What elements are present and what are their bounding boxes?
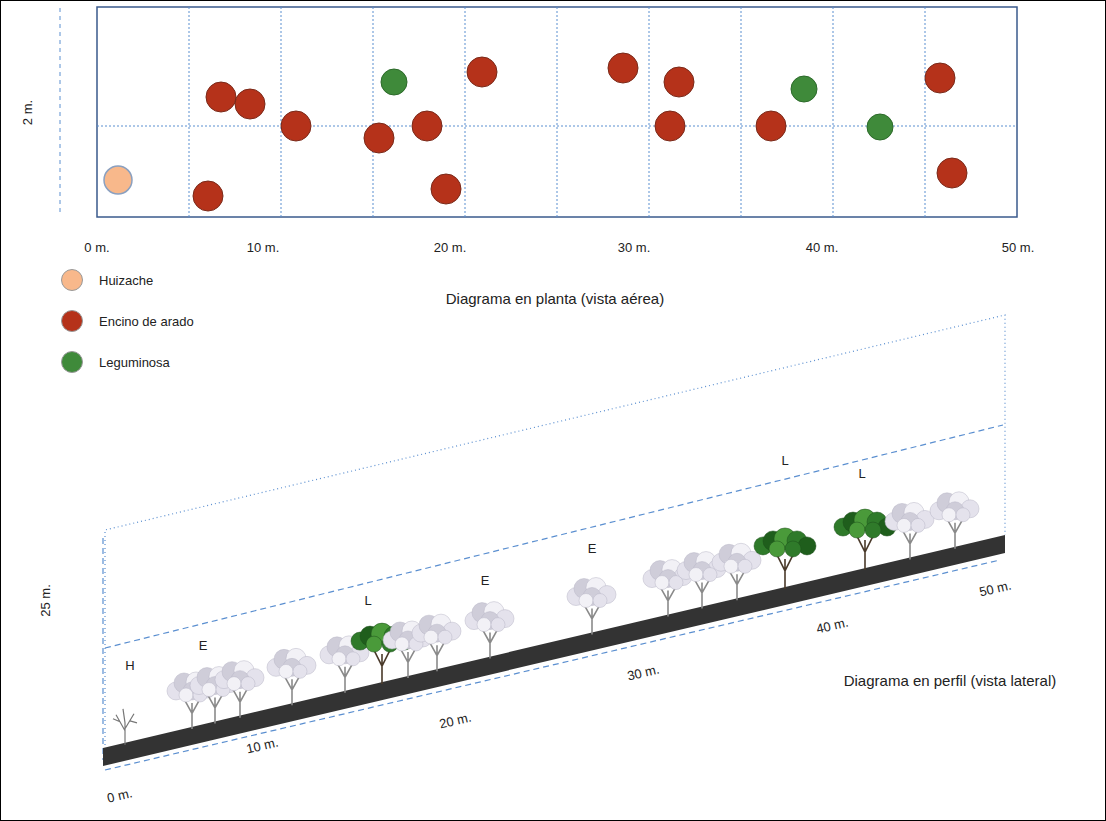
dimension-label: L — [781, 453, 788, 468]
dimension-label: 0 m. — [84, 240, 109, 255]
legend-entry: Encino de arado — [61, 310, 194, 332]
dimension-label: 20 m. — [437, 709, 472, 731]
dimension-label: L — [858, 466, 865, 481]
legend-swatch — [61, 351, 83, 373]
dimension-label: 10 m. — [247, 240, 280, 255]
dimension-label: 0 m. — [106, 785, 134, 805]
legend-swatch — [61, 269, 83, 291]
legend-text: Huizache — [99, 273, 153, 288]
dimension-label: E — [588, 541, 597, 556]
dimension-label: 40 m. — [806, 240, 839, 255]
legend-entry: Leguminosa — [61, 351, 170, 373]
legend-entry: Huizache — [61, 269, 153, 291]
view-title: Diagrama en perfil (vista lateral) — [844, 672, 1057, 689]
dimension-label: 30 m. — [618, 240, 651, 255]
legend-text: Leguminosa — [99, 355, 170, 370]
dimension-label: H — [125, 658, 134, 673]
dimension-label: 2 m. — [20, 99, 35, 124]
dimension-label: 10 m. — [244, 734, 279, 756]
legend-swatch — [61, 310, 83, 332]
dimension-label: 40 m. — [814, 614, 849, 636]
dimension-label: E — [481, 573, 490, 588]
dimension-label: L — [364, 593, 371, 608]
dimension-label: 20 m. — [434, 240, 467, 255]
view-title: Diagrama en planta (vista aérea) — [446, 290, 664, 307]
dimension-label: E — [199, 638, 208, 653]
dimension-label: 50 m. — [977, 577, 1012, 599]
dimension-label: 30 m. — [625, 661, 660, 683]
dimension-label: 50 m. — [1002, 240, 1035, 255]
legend-text: Encino de arado — [99, 314, 194, 329]
dimension-label: 25 m. — [37, 584, 52, 617]
